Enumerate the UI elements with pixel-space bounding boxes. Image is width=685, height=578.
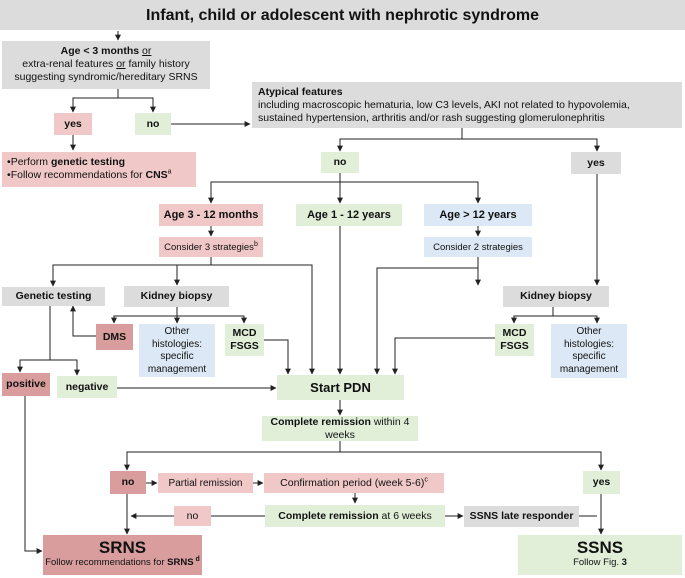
yes-label-3: yes: [592, 476, 611, 488]
negative-box: negative: [57, 376, 117, 398]
ssns-sub-pre: Follow Fig.: [573, 557, 622, 568]
fsgs-left-label: FSGS: [230, 340, 259, 352]
consider-2-strategies-box: Consider 2 strategies: [424, 237, 532, 257]
other-left-l4: management: [147, 363, 207, 375]
atypical-line-3: sustained hypertension, arthritis and/or…: [258, 112, 605, 124]
other-left-l2: histologies:: [151, 338, 203, 350]
srns-sub-bold: SRNS: [167, 557, 194, 568]
yes-box-2: yes: [571, 152, 621, 174]
or-1: or: [142, 45, 152, 57]
complete-remission-4-weeks-box: Complete remission within 4 weeks: [262, 416, 418, 441]
complete-remission-6-weeks-box: Complete remission at 6 weeks: [265, 505, 445, 527]
late-responder-label: SSNS late responder: [469, 510, 574, 522]
complete6-rest: at 6 weeks: [378, 509, 432, 522]
no-label-2: no: [333, 156, 347, 168]
title-box: Infant, child or adolescent with nephrot…: [0, 0, 685, 30]
confirmation-label: Confirmation period (week 5-6): [280, 476, 425, 489]
dms-label: DMS: [102, 330, 127, 343]
consider-3-label: Consider 3 strategies: [164, 241, 254, 253]
srns-sub-pre: Follow recommendations for: [45, 557, 168, 568]
other-right-l2: histologies:: [563, 338, 615, 350]
ssns-late-responder-box: SSNS late responder: [464, 506, 579, 527]
no-label-1: no: [146, 117, 160, 130]
other-histologies-right-box: Other histologies: specific management: [551, 324, 627, 378]
age-over-12-years-box: Age > 12 years: [424, 204, 532, 226]
fsgs-right-label: FSGS: [500, 340, 529, 352]
no-label-4: no: [186, 509, 199, 522]
kidney-biopsy-left-label: Kidney biopsy: [140, 290, 213, 302]
kidney-biopsy-right-label: Kidney biopsy: [520, 290, 592, 302]
cns-bold: CNS: [145, 169, 168, 181]
extra-renal-text: extra-renal features: [22, 58, 114, 70]
start-pdn-box: Start PDN: [277, 375, 404, 400]
age-1-12-years-box: Age 1 - 12 years: [296, 204, 402, 226]
ssns-box: SSNS Follow Fig. 3: [518, 535, 682, 575]
mcd-left-label: MCD: [232, 327, 257, 339]
consider-3-sup: b: [253, 240, 258, 248]
positive-box: positive: [2, 373, 50, 396]
mcd-fsgs-left-box: MCD FSGS: [225, 324, 264, 356]
cns-box: •Perform genetic testing •Follow recomme…: [2, 152, 196, 187]
mcd-fsgs-right-box: MCD FSGS: [495, 324, 534, 356]
other-left-l1: Other: [164, 326, 190, 337]
no-box-3: no: [110, 471, 146, 494]
title-text: Infant, child or adolescent with nephrot…: [146, 6, 539, 24]
srns-box: SRNS Follow recommendations for SRNS d: [43, 535, 202, 575]
mcd-right-label: MCD: [502, 327, 527, 339]
yes-box-3: yes: [583, 471, 620, 494]
no-box-2: no: [321, 152, 359, 173]
atypical-title: Atypical features: [258, 86, 343, 98]
family-history-text: family history: [128, 58, 190, 70]
genetic-testing-box: Genetic testing: [2, 287, 105, 306]
follow-cns-text: Follow recommendations for: [10, 169, 143, 181]
kidney-biopsy-left-box: Kidney biopsy: [124, 286, 229, 307]
atypical-line-2: including macroscopic hematuria, low C3 …: [258, 99, 630, 111]
age-3-12-months-label: Age 3 - 12 months: [163, 208, 259, 221]
other-left-l3: specific: [160, 351, 194, 362]
genetic-testing-label: Genetic testing: [15, 290, 92, 302]
other-right-l1: Other: [576, 326, 602, 337]
confirmation-period-box: Confirmation period (week 5-6)c: [264, 473, 444, 493]
ssns-sub-bold: 3: [621, 557, 627, 568]
perform-text: Perform: [10, 156, 49, 168]
age-under-3-months-box: Age < 3 months or extra-renal features o…: [2, 41, 210, 89]
bullet-2: •: [7, 169, 11, 181]
yes-label-1: yes: [64, 117, 82, 130]
atypical-features-box: Atypical features including macroscopic …: [252, 82, 682, 128]
complete6-bold: Complete remission: [278, 509, 379, 522]
other-right-l4: management: [559, 363, 619, 375]
complete4-rest: within 4 weeks: [325, 415, 410, 441]
no-box-4: no: [174, 506, 211, 526]
start-pdn-label: Start PDN: [310, 380, 371, 395]
no-label-3: no: [121, 476, 135, 488]
positive-label: positive: [6, 378, 46, 390]
other-histologies-left-box: Other histologies: specific management: [139, 324, 215, 377]
partial-remission-box: Partial remission: [158, 473, 253, 493]
dms-box: DMS: [96, 324, 133, 350]
consider-2-label: Consider 2 strategies: [433, 241, 523, 253]
no-box-1: no: [135, 113, 171, 135]
ssns-title: SSNS: [576, 538, 624, 557]
age-1-12-years-label: Age 1 - 12 years: [307, 208, 391, 221]
age-under-3-label: Age < 3 months: [60, 45, 140, 57]
confirmation-sup: c: [424, 476, 428, 483]
genetic-testing-bold: genetic testing: [50, 156, 126, 168]
age-3-12-months-box: Age 3 - 12 months: [159, 204, 263, 226]
cns-sup: a: [167, 168, 172, 176]
partial-remission-label: Partial remission: [168, 477, 243, 489]
kidney-biopsy-right-box: Kidney biopsy: [503, 286, 609, 307]
consider-3-strategies-box: Consider 3 strategiesb: [159, 237, 263, 257]
bullet-1: •: [7, 156, 11, 168]
yes-label-2: yes: [587, 156, 605, 169]
or-2: or: [116, 58, 126, 70]
srns-title: SRNS: [98, 538, 147, 557]
srns-sub-sup: d: [193, 555, 200, 563]
complete4-bold: Complete remission: [270, 415, 371, 428]
yes-box-1: yes: [54, 113, 92, 135]
syndromic-text: suggesting syndromic/hereditary SRNS: [14, 71, 198, 83]
other-right-l3: specific: [572, 351, 606, 362]
age-over-12-years-label: Age > 12 years: [439, 208, 517, 221]
negative-label: negative: [65, 380, 109, 393]
